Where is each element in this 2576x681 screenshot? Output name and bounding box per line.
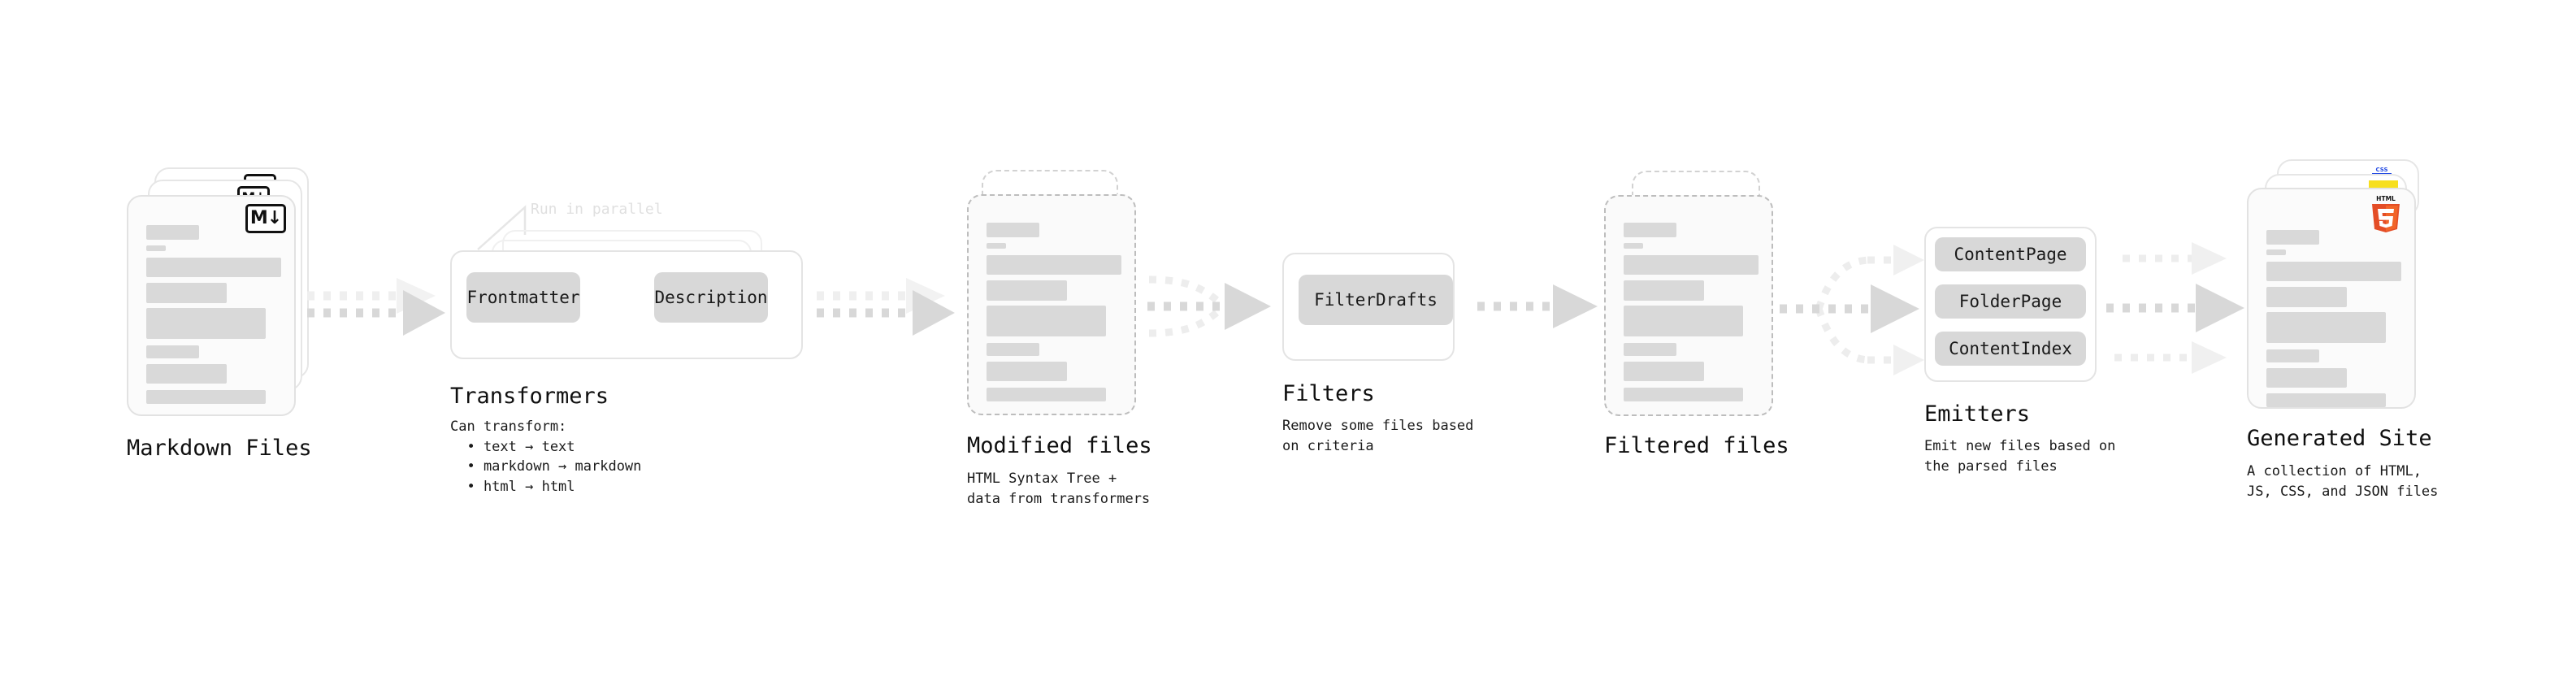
- content-bar: [2266, 312, 2386, 343]
- emitter-chip-folderpage[interactable]: FolderPage: [1935, 284, 2086, 319]
- content-bar: [2266, 230, 2319, 245]
- connector-filtered-to-emitters: [1780, 245, 1924, 375]
- content-bar: [987, 255, 1121, 275]
- run-in-parallel-leader: [477, 205, 527, 250]
- markdown-icon: M↓: [245, 204, 286, 233]
- connector-transformers-to-modified: [817, 278, 955, 336]
- transformer-chip-description[interactable]: Description: [654, 272, 768, 323]
- content-bar: [146, 245, 166, 251]
- content-bar: [1624, 388, 1743, 401]
- stage-title-generated-site: Generated Site: [2247, 426, 2432, 451]
- content-bar: [987, 280, 1067, 301]
- content-bar: [987, 243, 1006, 249]
- content-bar: [1624, 306, 1743, 336]
- content-bar: [2266, 393, 2386, 407]
- stage-title-modified-files: Modified files: [967, 433, 1152, 458]
- emitter-chip-contentpage[interactable]: ContentPage: [1935, 237, 2086, 271]
- content-bar: [1624, 280, 1704, 301]
- content-bar: [987, 343, 1039, 356]
- content-bar: [1624, 243, 1643, 249]
- stage-subtitle-filters: Remove some files based on criteria: [1282, 418, 1474, 454]
- filter-chip-filterdrafts[interactable]: FilterDrafts: [1299, 275, 1453, 325]
- content-bar: [146, 390, 266, 404]
- connector-md-to-transformers: [307, 278, 445, 336]
- content-bar: [146, 345, 199, 358]
- html5-icon-label: HTML: [2376, 195, 2396, 202]
- content-bar: [2266, 349, 2319, 362]
- content-bar: [146, 308, 266, 339]
- stage-title-transformers: Transformers: [450, 384, 609, 409]
- stage-title-markdown-files: Markdown Files: [127, 436, 312, 461]
- content-bar: [1624, 343, 1676, 356]
- connector-emitters-to-site: [2106, 242, 2244, 374]
- content-bar: [2266, 287, 2347, 307]
- content-bar: [987, 362, 1067, 381]
- svg-text:CSS: CSS: [2375, 167, 2387, 173]
- content-bar: [987, 388, 1106, 401]
- stage-title-filtered-files: Filtered files: [1604, 433, 1789, 458]
- stage-title-emitters: Emitters: [1924, 401, 2031, 427]
- content-bar: [1624, 362, 1704, 381]
- modified-file-card: [967, 194, 1136, 415]
- emitter-chip-contentindex[interactable]: ContentIndex: [1935, 332, 2086, 366]
- content-bar: [146, 225, 199, 240]
- run-in-parallel-label: Run in parallel: [531, 201, 663, 218]
- connector-filters-to-filtered: [1477, 284, 1598, 328]
- stage-subtitle-generated-site: A collection of HTML, JS, CSS, and JSON …: [2247, 463, 2439, 500]
- connector-modified-to-filters: [1147, 275, 1271, 337]
- content-bar: [1624, 223, 1676, 237]
- content-bar: [146, 364, 227, 384]
- content-bar: [2266, 368, 2347, 388]
- stage-subtitle-modified-files: HTML Syntax Tree + data from transformer…: [967, 471, 1151, 507]
- transformer-chip-frontmatter[interactable]: Frontmatter: [466, 272, 580, 323]
- html5-icon: HTML: [2372, 195, 2400, 232]
- content-bar: [1624, 255, 1759, 275]
- content-bar: [146, 283, 227, 303]
- content-bar: [987, 306, 1106, 336]
- stage-title-filters: Filters: [1282, 381, 1375, 406]
- stage-subtitle-emitters: Emit new files based on the parsed files: [1924, 438, 2116, 475]
- stage-subtitle-transformers: Can transform: • text → text • markdown …: [450, 419, 642, 495]
- filtered-file-card: [1604, 195, 1773, 416]
- content-bar: [987, 223, 1039, 237]
- content-bar: [2266, 262, 2401, 281]
- content-bar: [2266, 249, 2286, 255]
- content-bar: [146, 258, 281, 277]
